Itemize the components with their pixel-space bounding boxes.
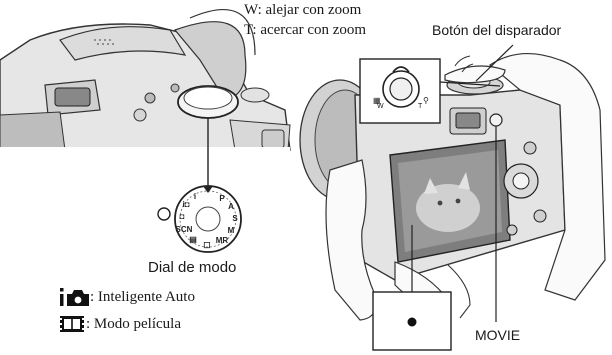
mode-dial-inset: PAS MMR ☐ ▤SCN ◘ i◘ i — [157, 185, 242, 253]
mode-dial-label: Dial de modo — [148, 259, 237, 276]
svg-text:MR: MR — [216, 236, 229, 245]
svg-text:▤: ▤ — [189, 235, 197, 244]
svg-text:S: S — [232, 214, 238, 223]
intelligent-auto-label: : Inteligente Auto — [90, 289, 195, 305]
zoom-t-label: T: acercar con zoom — [244, 22, 367, 38]
svg-text:☐: ☐ — [203, 241, 210, 250]
svg-text:i: i — [194, 192, 196, 201]
camera-back-view — [299, 52, 606, 321]
movie-mode-label: : Modo película — [86, 316, 181, 332]
svg-text:i◘: i◘ — [182, 200, 189, 209]
svg-text:▦: ▦ — [373, 96, 381, 105]
camera-top-view — [0, 9, 291, 153]
zoom-w-label: W: alejar con zoom — [244, 2, 362, 18]
zoom-w-mark: W — [377, 103, 384, 110]
zoom-t-mark: T — [418, 103, 423, 110]
svg-text:M: M — [228, 226, 235, 235]
shutter-button-label: Botón del disparador — [432, 22, 562, 38]
svg-text:SCN: SCN — [176, 225, 193, 234]
svg-text:P: P — [219, 194, 225, 203]
record-dot-icon — [407, 317, 417, 327]
record-button-callout — [372, 225, 452, 351]
svg-text:⚲: ⚲ — [423, 96, 429, 105]
film-strip-icon — [60, 316, 84, 332]
movie-button-label: MOVIE — [475, 327, 521, 343]
svg-text:◘: ◘ — [180, 212, 185, 221]
zoom-lever-inset: ▦ ⚲ — [359, 58, 501, 124]
svg-text:A: A — [228, 202, 234, 211]
i-camera-icon — [60, 288, 89, 306]
shutter-leader — [475, 44, 514, 82]
